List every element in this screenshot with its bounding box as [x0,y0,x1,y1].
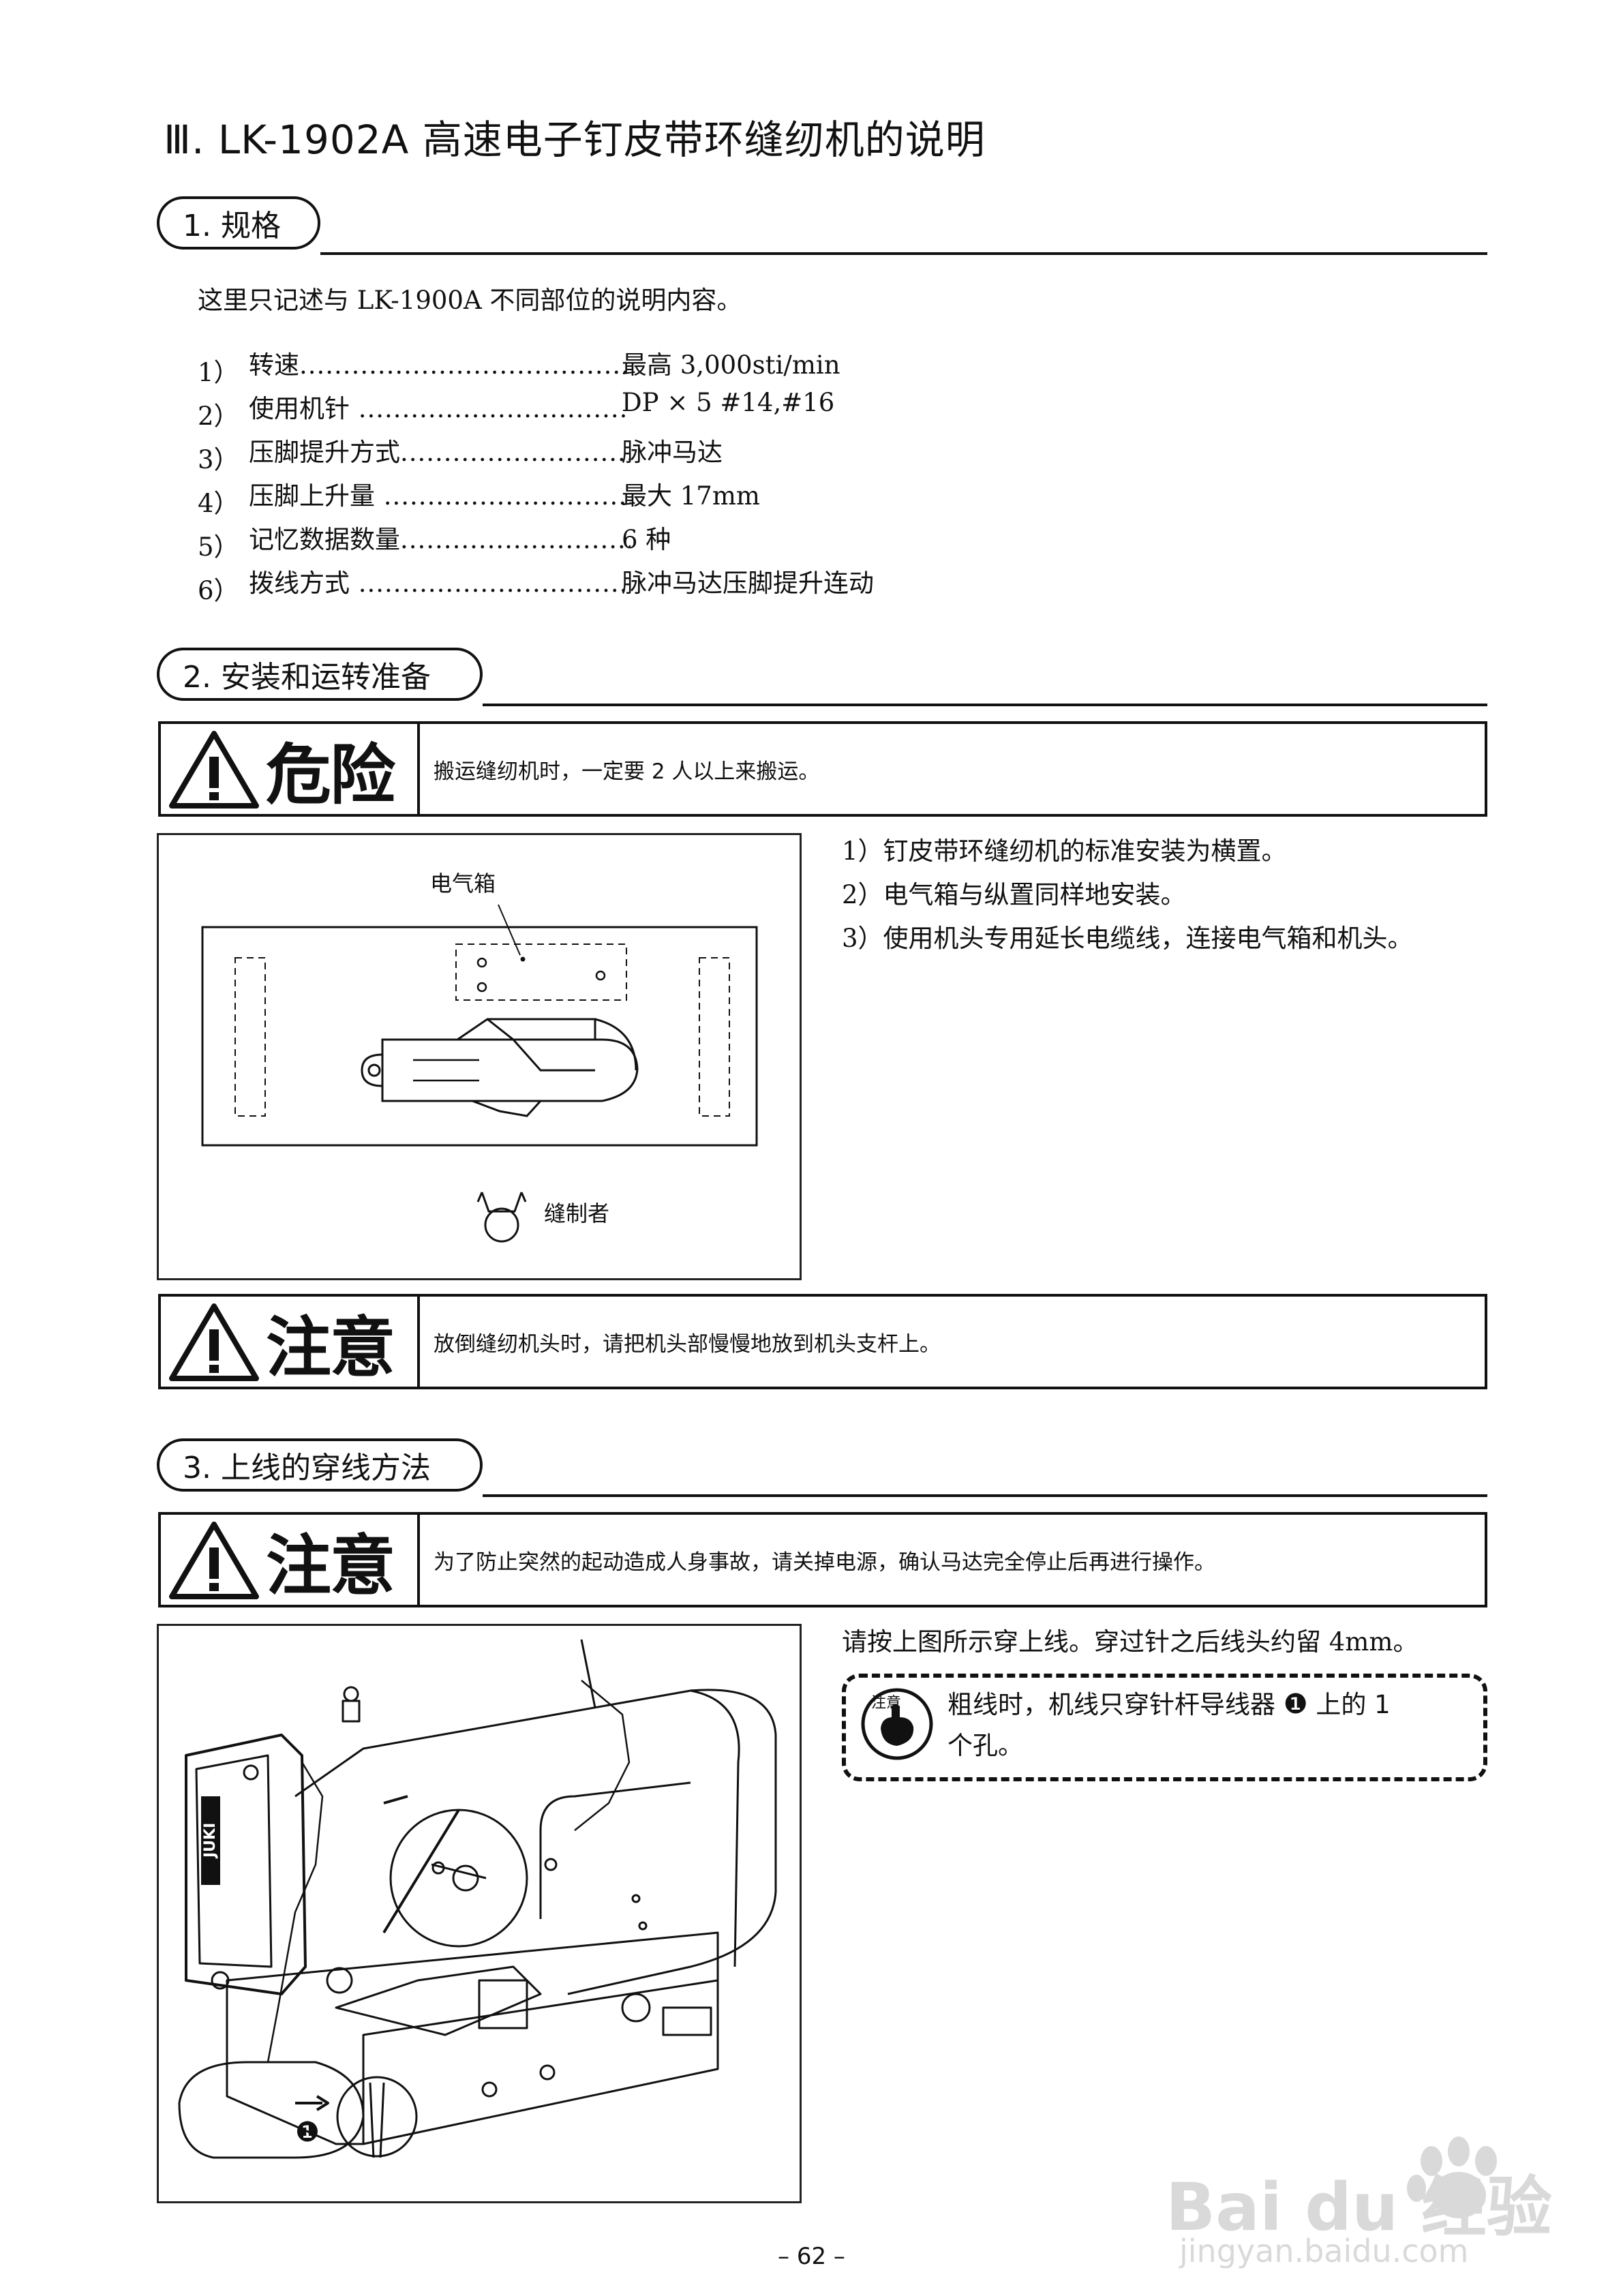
section-title-spec: 1. 规格 [183,209,281,243]
section-header-threading: 3. 上线的穿线方法 [157,1438,483,1492]
note-text-part: 上的 1 [1316,1690,1391,1719]
caution-text: 放倒缝纫机头时，请把机头部慢慢地放到机头支杆上。 [434,1331,941,1357]
caution-label-cell: 注意 [161,1515,420,1605]
spec-item-number: 5） [198,532,239,562]
warning-triangle-icon [169,1522,259,1599]
note-box [842,1674,1487,1781]
page-title: Ⅲ. LK-1902A 高速电子钉皮带环缝纫机的说明 [164,117,986,163]
spec-item: 2） 使用机针 .................................… [198,388,631,432]
spec-item-value: 最高 3,000sti/min [622,350,840,380]
leader-dots: ........................................… [358,394,631,423]
section-rule [483,704,1487,706]
marker-1-note: ❶ [1283,1689,1308,1720]
spec-item: 6） 拨线方式 .................................… [198,562,631,607]
spec-item-label: 使用机针 [249,394,350,423]
leader-dots: ........................................… [383,481,631,511]
spec-item-value: 6 种 [622,525,671,554]
note-line-2: 个孔。 [947,1731,1023,1760]
caution-hand-icon [861,1688,933,1760]
spec-item-label: 压脚上升量 [249,481,375,511]
page-number: – 62 – [778,2243,845,2270]
spec-item-label: 记忆数据数量 [249,525,400,554]
caution-badge-text: 注意 [871,1695,902,1712]
leader-dots: ........................................… [400,438,631,467]
marker-1-figure: ❶ [295,2117,320,2148]
spec-item-number: 6） [198,576,239,605]
warning-triangle-icon [169,1303,259,1381]
spec-item-label: 压脚提升方式 [249,438,400,467]
warning-triangle-icon [169,731,259,809]
spec-item-label: 拨线方式 [249,569,350,598]
danger-text: 搬运缝纫机时，一定要 2 人以上来搬运。 [434,759,820,784]
spec-item: 5） 记忆数据数量................................… [198,519,631,563]
caution-word: 注意 [266,1527,395,1604]
spec-item: 3） 压脚提升方式................................… [198,432,631,476]
baidu-paw-icon [1407,2136,1497,2218]
threading-instruction: 请按上图所示穿上线。穿过针之后线头约留 4mm。 [842,1627,1419,1657]
spec-item: 1） 转速....................................… [198,344,631,389]
spec-item-value: 脉冲马达 [622,438,723,467]
section-rule [483,1494,1487,1497]
spec-item-number: 2） [198,402,239,431]
install-step: 3）使用机头专用延长电缆线，连接电气箱和机头。 [842,924,1413,953]
table-layout-diagram [201,904,758,1243]
note-line-1: 粗线时，机线只穿针杆导线器 ❶ 上的 1 [947,1684,1391,1721]
section-title-install: 2. 安装和运转准备 [183,660,431,695]
watermark-brand: Bai du 经验 [1166,2169,1552,2246]
spec-item-label: 转速 [249,350,299,380]
electric-box-label: 电气箱 [430,871,496,896]
spec-item-value: 脉冲马达压脚提升连动 [622,569,874,598]
note-text-part: 粗线时，机线只穿针杆导线器 [947,1690,1275,1719]
leader-dots: ........................................… [358,569,631,598]
section-header-spec: 1. 规格 [157,196,320,250]
caution-box-lowering: 注意 放倒缝纫机头时，请把机头部慢慢地放到机头支杆上。 [158,1294,1487,1389]
spec-item: 4） 压脚上升量 ................................… [198,475,631,519]
danger-box: 危险 搬运缝纫机时，一定要 2 人以上来搬运。 [158,721,1487,817]
spec-item-number: 4） [198,489,239,518]
caution-label-cell: 注意 [161,1297,420,1387]
danger-word: 危险 [266,736,395,813]
operator-label: 缝制者 [544,1200,610,1226]
leader-dots: ........................................… [400,525,631,554]
installation-figure: 电气箱 缝制者 [157,833,802,1280]
section-header-install: 2. 安装和运转准备 [157,648,483,701]
spec-item-value: 最大 17mm [622,481,761,511]
spec-item-value: DP × 5 #14,#16 [622,388,835,417]
brand-logo-text: JUKI [202,1823,219,1859]
danger-label-cell: 危险 [161,724,420,814]
threading-figure: JUKI ❶ [157,1624,802,2203]
spec-item-number: 3） [198,445,239,474]
sewing-machine-illustration: JUKI [178,1639,777,2159]
section-rule [320,252,1487,255]
caution-box-power: 注意 为了防止突然的起动造成人身事故，请关掉电源，确认马达完全停止后再进行操作。 [158,1512,1487,1607]
caution-text: 为了防止突然的起动造成人身事故，请关掉电源，确认马达完全停止后再进行操作。 [434,1550,1215,1575]
caution-word: 注意 [266,1309,395,1386]
leader-dots: ........................................… [299,350,631,380]
install-step: 2）电气箱与纵置同样地安装。 [842,880,1186,909]
install-step: 1）钉皮带环缝纫机的标准安装为横置。 [842,836,1287,866]
spec-item-number: 1） [198,358,239,387]
watermark-url: jingyan.baidu.com [1179,2233,1469,2269]
section-title-threading: 3. 上线的穿线方法 [183,1451,431,1485]
baidu-watermark: Bai du 经验 jingyan.baidu.com [1159,2127,1595,2270]
spec-intro: 这里只记述与 LK-1900A 不同部位的说明内容。 [198,286,742,315]
